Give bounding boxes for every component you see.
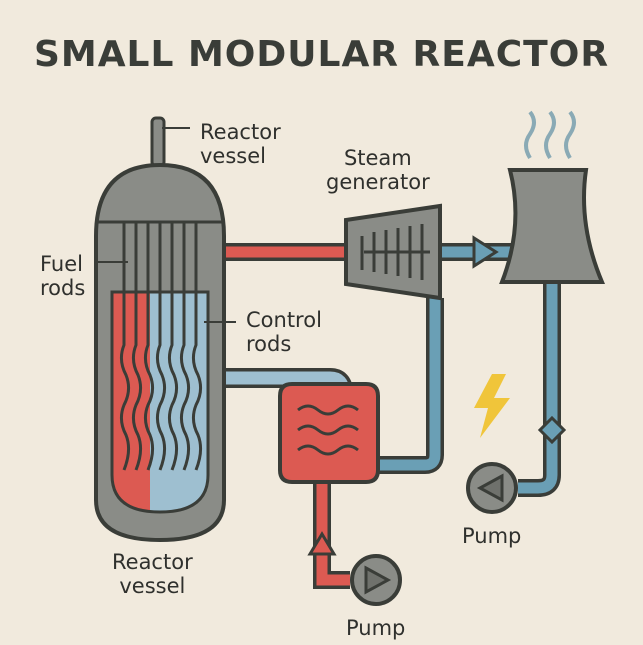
label-line: Reactor <box>112 550 193 574</box>
pipe-cooling-loop <box>440 243 561 497</box>
reactor-vessel <box>94 116 226 543</box>
pump-right <box>466 462 518 514</box>
label-line: vessel <box>200 144 266 168</box>
fuel-rods <box>119 222 203 471</box>
label-line: rods <box>40 276 86 300</box>
cooling-tower <box>499 110 606 284</box>
steam-generator <box>344 203 442 301</box>
label-line: Steam <box>343 146 412 170</box>
page-title: SMALL MODULAR REACTOR <box>33 34 610 75</box>
heat-exchanger <box>278 382 380 484</box>
pump-bottom-label: Pump <box>346 616 406 640</box>
reactor-vessel-label-bottom: Reactor vessel <box>112 550 193 598</box>
control-rods-label: Control rods <box>246 308 322 356</box>
flow-diamond <box>537 415 567 445</box>
label-line: Control <box>246 308 322 332</box>
pump-right-label: Pump <box>462 524 522 548</box>
hot-pipe-to-pump <box>313 478 350 589</box>
flow-arrow-right <box>472 235 499 269</box>
fuel-rods-label: Fuel rods <box>40 252 85 300</box>
lightning-icon <box>474 374 510 438</box>
steam-generator-label: Steam generator <box>326 146 430 194</box>
label-line: Fuel <box>40 252 83 276</box>
label-line: rods <box>246 332 292 356</box>
pump-bottom <box>350 554 402 606</box>
flow-arrow-up <box>307 531 337 556</box>
steam-icon <box>524 110 576 160</box>
label-line: Reactor <box>200 120 281 144</box>
pipe-turbine-return <box>372 298 444 474</box>
label-line: generator <box>326 170 430 194</box>
label-line: vessel <box>119 574 186 598</box>
reactor-vessel-label-top: Reactor vessel <box>200 120 281 168</box>
leader-lines <box>94 127 236 323</box>
